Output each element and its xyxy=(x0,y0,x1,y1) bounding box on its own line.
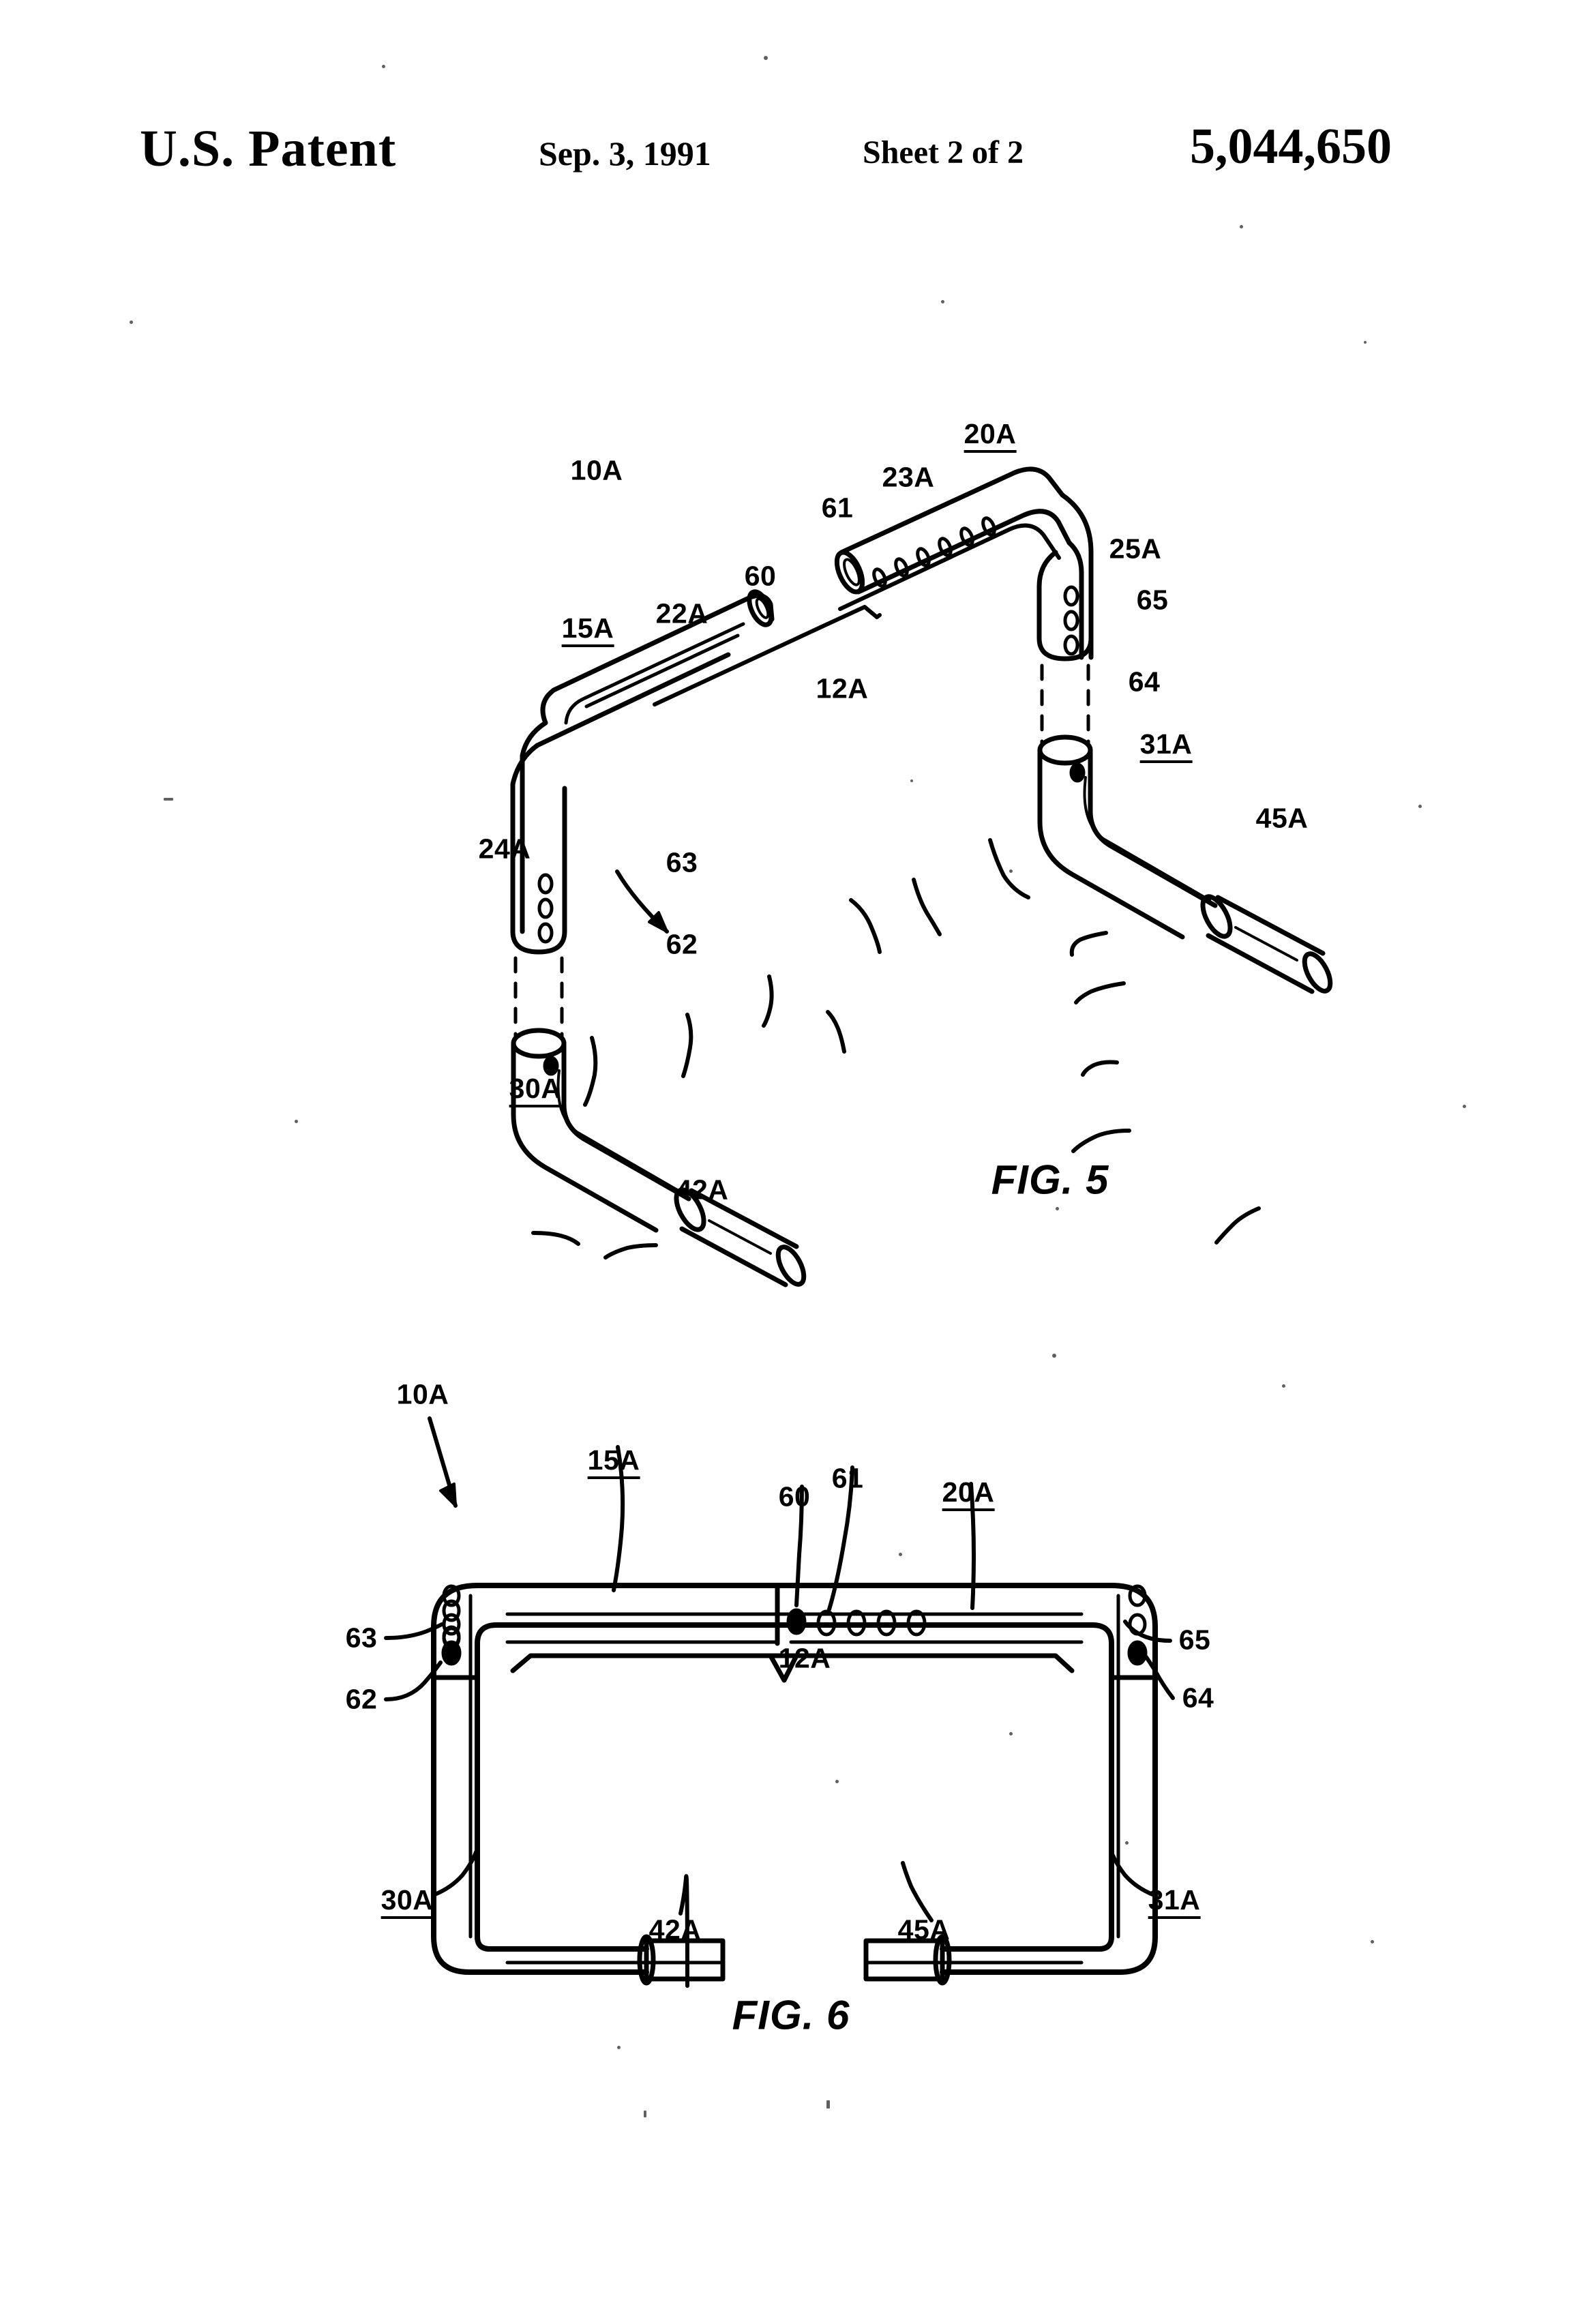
figure-caption-fig5: FIG. 5 xyxy=(991,1157,1109,1203)
figure-6 xyxy=(0,1323,1582,2128)
reference-numeral-20a: 20A xyxy=(964,420,1017,453)
patent-office-title: U.S. Patent xyxy=(140,120,397,177)
reference-numeral-61: 61 xyxy=(831,1462,864,1494)
reference-numeral-10a: 10A xyxy=(396,1378,449,1410)
reference-numeral-63: 63 xyxy=(345,1622,378,1654)
sheet-number: Sheet 2 of 2 xyxy=(863,134,1024,170)
reference-numeral-22a: 22A xyxy=(655,597,708,629)
patent-issue-date: Sep. 3, 1991 xyxy=(539,134,711,173)
sheet-header: U.S. Patent Sep. 3, 1991 Sheet 2 of 2 5,… xyxy=(0,116,1582,191)
reference-numeral-23a: 23A xyxy=(882,461,935,493)
figure-6-drawing xyxy=(384,1416,1175,1988)
figure-5 xyxy=(0,382,1582,1296)
reference-numeral-10a: 10A xyxy=(570,454,623,486)
reference-numeral-12a: 12A xyxy=(778,1642,831,1674)
reference-numeral-60: 60 xyxy=(778,1480,811,1513)
figure-5-drawing xyxy=(510,466,1333,1287)
reference-numeral-20a: 20A xyxy=(942,1478,995,1511)
reference-numeral-63: 63 xyxy=(666,846,698,878)
reference-numeral-45a: 45A xyxy=(897,1913,951,1946)
reference-numeral-62: 62 xyxy=(345,1683,378,1715)
reference-numeral-15a: 15A xyxy=(587,1446,640,1479)
reference-numeral-12a: 12A xyxy=(816,672,869,704)
figure-caption-fig6: FIG. 6 xyxy=(732,1992,850,2038)
reference-numeral-42a: 42A xyxy=(648,1913,702,1946)
reference-numeral-45a: 45A xyxy=(1255,802,1309,834)
reference-numeral-60: 60 xyxy=(744,560,777,592)
reference-numeral-24a: 24A xyxy=(478,833,531,865)
reference-numeral-64: 64 xyxy=(1128,666,1161,698)
reference-numeral-30a: 30A xyxy=(509,1075,562,1107)
reference-numeral-30a: 30A xyxy=(380,1886,434,1919)
reference-numeral-31a: 31A xyxy=(1139,730,1193,763)
reference-numeral-61: 61 xyxy=(821,492,854,524)
reference-numeral-42a: 42A xyxy=(676,1174,729,1206)
reference-numeral-15a: 15A xyxy=(561,614,614,647)
reference-numeral-25a: 25A xyxy=(1109,533,1162,565)
reference-numeral-65: 65 xyxy=(1178,1624,1211,1656)
patent-number: 5,044,650 xyxy=(1190,119,1392,175)
reference-numeral-62: 62 xyxy=(666,928,698,960)
reference-numeral-64: 64 xyxy=(1182,1682,1214,1714)
reference-numeral-65: 65 xyxy=(1136,584,1169,616)
reference-numeral-31a: 31A xyxy=(1148,1886,1201,1919)
